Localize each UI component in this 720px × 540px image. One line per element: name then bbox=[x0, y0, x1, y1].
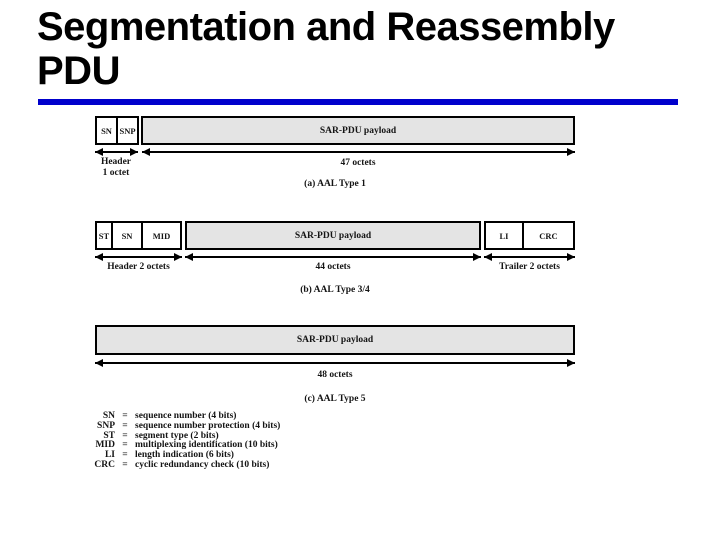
diagram-b-payload-arrow bbox=[185, 253, 481, 261]
diagram-b-cell-li: LI bbox=[486, 223, 524, 248]
diagram-b-trailer-arrow bbox=[484, 253, 575, 261]
legend-abbr: ST bbox=[103, 430, 115, 441]
diagram-c-caption: (c) AAL Type 5 bbox=[304, 394, 366, 404]
diagram-a-header-box: SN SNP bbox=[95, 116, 139, 145]
legend-equals: = bbox=[122, 411, 128, 421]
diagram-a-cell-sn: SN bbox=[97, 118, 118, 143]
legend-row-crc: CRC = cyclic redundancy check (10 bits) bbox=[83, 459, 280, 471]
legend-equals: = bbox=[122, 430, 128, 441]
diagram-a-payload-arrow bbox=[142, 148, 575, 156]
diagram-b-caption: (b) AAL Type 3/4 bbox=[300, 285, 370, 295]
page-title-line1: Segmentation and Reassembly bbox=[37, 5, 615, 49]
legend-row-li: LI = length indication (6 bits) bbox=[83, 450, 280, 461]
legend-row-snp: SNP = sequence number protection (4 bits… bbox=[83, 420, 281, 432]
legend-desc: sequence number protection (4 bits) bbox=[135, 420, 281, 431]
legend-equals: = bbox=[122, 459, 128, 470]
legend-abbr: CRC bbox=[94, 459, 115, 470]
legend-equals: = bbox=[122, 420, 128, 431]
page-title: Segmentation and Reassembly PDU bbox=[37, 5, 697, 93]
diagram-a-header-span-line2: 1 octet bbox=[102, 167, 130, 178]
diagram-c-payload-arrow bbox=[95, 359, 575, 367]
legend-abbr: MID bbox=[95, 440, 115, 451]
diagram-b-cell-sn: SN bbox=[113, 223, 143, 248]
diagram-b-payload-box: SAR-PDU payload bbox=[185, 221, 481, 250]
title-underline bbox=[38, 99, 678, 105]
diagram-b-header-span-label: Header 2 octets bbox=[107, 262, 170, 272]
diagram-b-cell-st: ST bbox=[97, 223, 113, 248]
legend-desc: length indication (6 bits) bbox=[135, 450, 234, 461]
diagram-b-trailer-span-label: Trailer 2 octets bbox=[499, 262, 560, 272]
diagram-a-cell-snp: SNP bbox=[119, 125, 136, 136]
legend-abbr: LI bbox=[104, 450, 115, 461]
legend-row-sn: SN = sequence number (4 bits) bbox=[83, 411, 280, 422]
diagram-a-caption: (a) AAL Type 1 bbox=[304, 179, 366, 189]
diagram-a-payload-span-label: 47 octets bbox=[340, 158, 376, 168]
legend-desc: cyclic redundancy check (10 bits) bbox=[135, 459, 270, 470]
diagram-a-header-span-label: Header 1 octet bbox=[87, 157, 145, 178]
diagram-a-header-span-line1: Header bbox=[100, 157, 132, 167]
legend-row-mid: MID = multiplexing identification (10 bi… bbox=[83, 441, 280, 451]
diagram-b-cell-mid: MID bbox=[152, 230, 171, 241]
legend-equals: = bbox=[122, 440, 128, 451]
diagram-b-trailer-box: LI CRC bbox=[484, 221, 575, 250]
legend-desc: segment type (2 bits) bbox=[135, 430, 219, 441]
abbreviation-legend: SN = sequence number (4 bits) SNP = sequ… bbox=[83, 411, 281, 471]
diagram-b-header-arrow bbox=[95, 253, 182, 261]
legend-abbr: SN bbox=[102, 411, 115, 421]
legend-equals: = bbox=[122, 450, 128, 461]
diagram-b-payload-span-label: 44 octets bbox=[315, 262, 351, 272]
diagram-a-header-arrow bbox=[95, 148, 138, 156]
diagram-b-cell-crc: CRC bbox=[539, 230, 558, 241]
legend-abbr: SNP bbox=[97, 420, 115, 431]
legend-desc: sequence number (4 bits) bbox=[135, 411, 237, 421]
legend-desc: multiplexing identification (10 bits) bbox=[135, 440, 278, 451]
diagram-b-header-box: ST SN MID bbox=[95, 221, 182, 250]
page-title-line2: PDU bbox=[37, 49, 120, 93]
diagram-c-payload-span-label: 48 octets bbox=[317, 370, 353, 380]
legend-row-st: ST = segment type (2 bits) bbox=[83, 430, 280, 442]
diagram-a-payload-box: SAR-PDU payload bbox=[141, 116, 575, 145]
diagram-c-payload-box: SAR-PDU payload bbox=[95, 325, 575, 355]
